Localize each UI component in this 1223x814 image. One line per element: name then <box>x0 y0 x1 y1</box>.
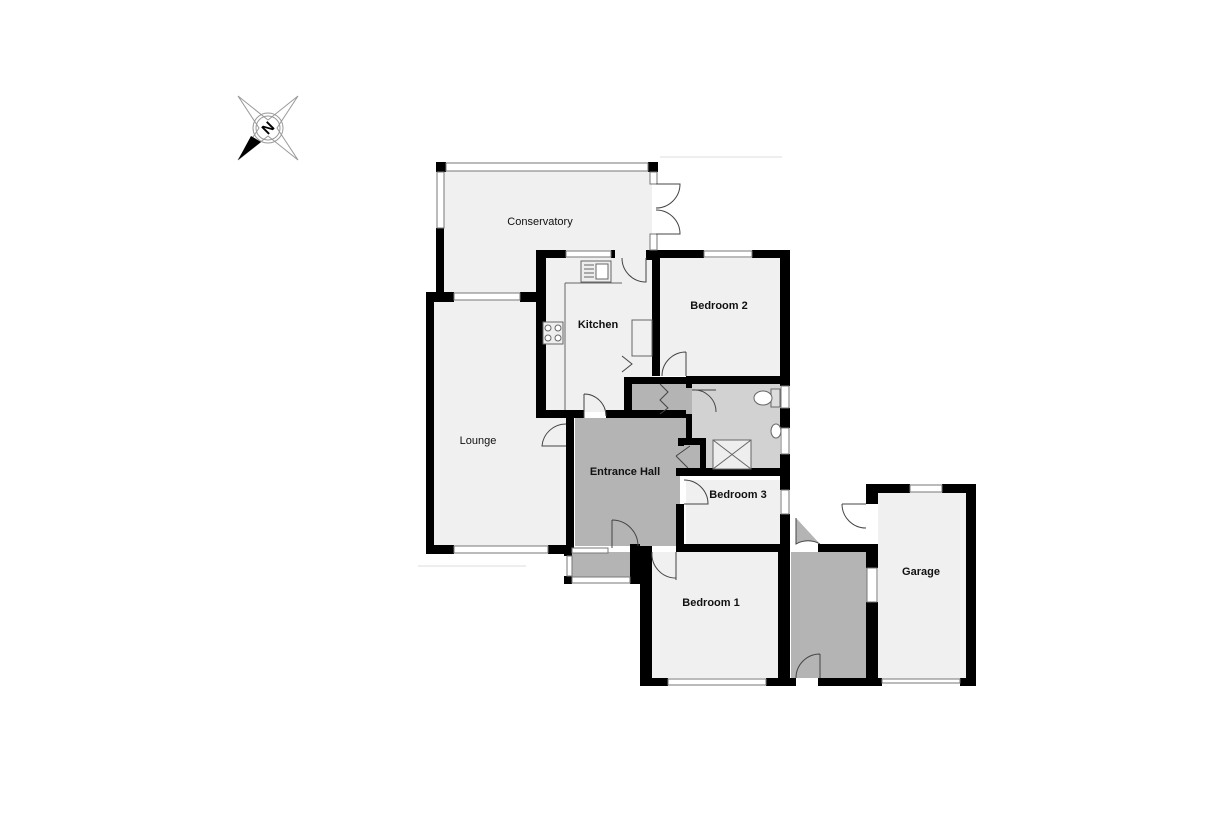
garage-door <box>881 678 961 684</box>
room-label-garage: Garage <box>902 566 940 578</box>
window <box>566 555 573 577</box>
window <box>866 567 878 603</box>
faint-marks <box>418 156 782 567</box>
room-label-kitchen: Kitchen <box>577 319 619 331</box>
door-swing <box>611 519 639 548</box>
worktop-outline <box>564 282 622 410</box>
door-swing <box>541 423 567 447</box>
door-swing <box>655 183 681 209</box>
window <box>703 250 753 258</box>
door-swing <box>651 551 677 580</box>
window <box>649 171 658 185</box>
window <box>565 250 612 258</box>
window <box>453 292 521 301</box>
bedroom2-floor <box>660 258 782 376</box>
room-label-bedroom-2: Bedroom 2 <box>690 300 748 312</box>
door-swing <box>659 383 669 415</box>
window <box>909 484 943 493</box>
window <box>780 385 790 409</box>
window <box>649 233 658 251</box>
window <box>571 547 609 554</box>
window <box>445 162 649 172</box>
porch-floor <box>572 552 638 580</box>
walls <box>426 162 976 686</box>
room-label-lounge: Lounge <box>459 435 497 447</box>
compass-north-icon: N <box>233 94 303 162</box>
door-swing <box>795 518 821 545</box>
door-swing <box>691 389 717 413</box>
window <box>780 489 790 515</box>
bedroom3-floor <box>686 480 780 544</box>
svg-text:N: N <box>259 119 279 139</box>
doors <box>541 183 867 679</box>
windows <box>436 162 961 686</box>
room-label-bedroom-3: Bedroom 3 <box>709 489 767 501</box>
window <box>571 576 631 584</box>
room-label-conservatory: Conservatory <box>507 216 573 228</box>
room-label-entrance-hall: Entrance Hall <box>589 466 661 478</box>
door-swing <box>655 209 681 235</box>
window <box>780 427 790 455</box>
fridge-unit <box>631 319 653 357</box>
door-swing <box>841 503 867 529</box>
toilet-icon <box>753 390 773 406</box>
garage-floor <box>878 492 968 680</box>
door-swing <box>795 653 821 679</box>
room-label-bedroom-1: Bedroom 1 <box>682 597 740 609</box>
door-swing <box>661 351 687 377</box>
utility-floor <box>791 552 869 678</box>
fixtures <box>542 260 782 470</box>
window <box>436 171 445 229</box>
cupboard-floor <box>631 384 686 414</box>
door-swing <box>683 479 709 505</box>
window <box>667 678 767 686</box>
door-swing <box>583 393 607 418</box>
window <box>453 545 549 554</box>
basin-icon <box>770 423 782 439</box>
entrance-hall-floor <box>575 384 692 546</box>
door-swing <box>621 257 647 283</box>
door-swing <box>621 355 633 373</box>
door-swing <box>675 445 691 469</box>
bedroom1-floor <box>650 552 778 678</box>
